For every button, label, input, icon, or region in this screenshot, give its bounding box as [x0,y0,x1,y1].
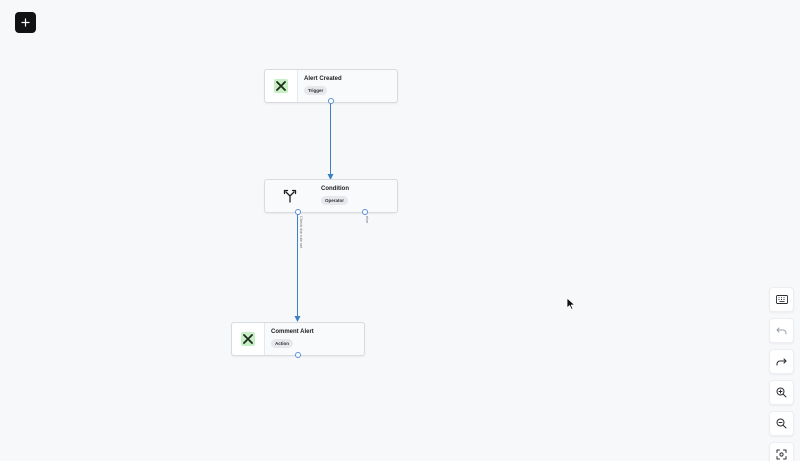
mouse-cursor-icon [566,297,576,310]
fit-view-icon [776,449,787,460]
node-type-badge: Trigger [304,86,328,95]
zoom-in-button[interactable] [769,380,794,405]
edge-label-true: Check the rule set [299,216,304,249]
node-title: Comment Alert [271,329,314,335]
edge-label-else: else [365,216,370,224]
node-icon-cell [265,180,315,212]
node-title: Alert Created [304,76,342,82]
keyboard-icon [775,295,788,304]
node-type-badge: Action [271,339,293,348]
node-alert-created-output-handle[interactable] [328,98,334,104]
integration-logo-icon [241,332,255,346]
branch-icon [283,189,297,203]
plus-icon [21,18,30,27]
redo-button[interactable] [769,349,794,374]
node-condition[interactable]: Condition Operator [264,179,398,213]
node-icon-cell [265,70,298,102]
node-type-badge: Operator [321,196,349,205]
undo-icon [776,327,787,334]
node-icon-cell [232,323,265,355]
canvas-controls [769,287,794,461]
node-alert-created[interactable]: Alert Created Trigger [264,69,398,103]
node-title: Condition [321,186,349,192]
node-condition-true-handle[interactable] [295,209,301,215]
node-comment-alert-output-handle[interactable] [295,352,301,358]
redo-icon [776,357,787,366]
node-condition-else-handle[interactable] [362,209,368,215]
add-node-button[interactable] [15,12,36,33]
fit-view-button[interactable] [769,442,794,461]
integration-logo-icon [274,79,288,93]
zoom-out-button[interactable] [769,411,794,436]
zoom-out-icon [776,418,787,429]
zoom-in-icon [776,387,787,398]
undo-button[interactable] [769,318,794,343]
node-comment-alert[interactable]: Comment Alert Action [231,322,365,356]
keyboard-shortcuts-button[interactable] [769,287,794,312]
